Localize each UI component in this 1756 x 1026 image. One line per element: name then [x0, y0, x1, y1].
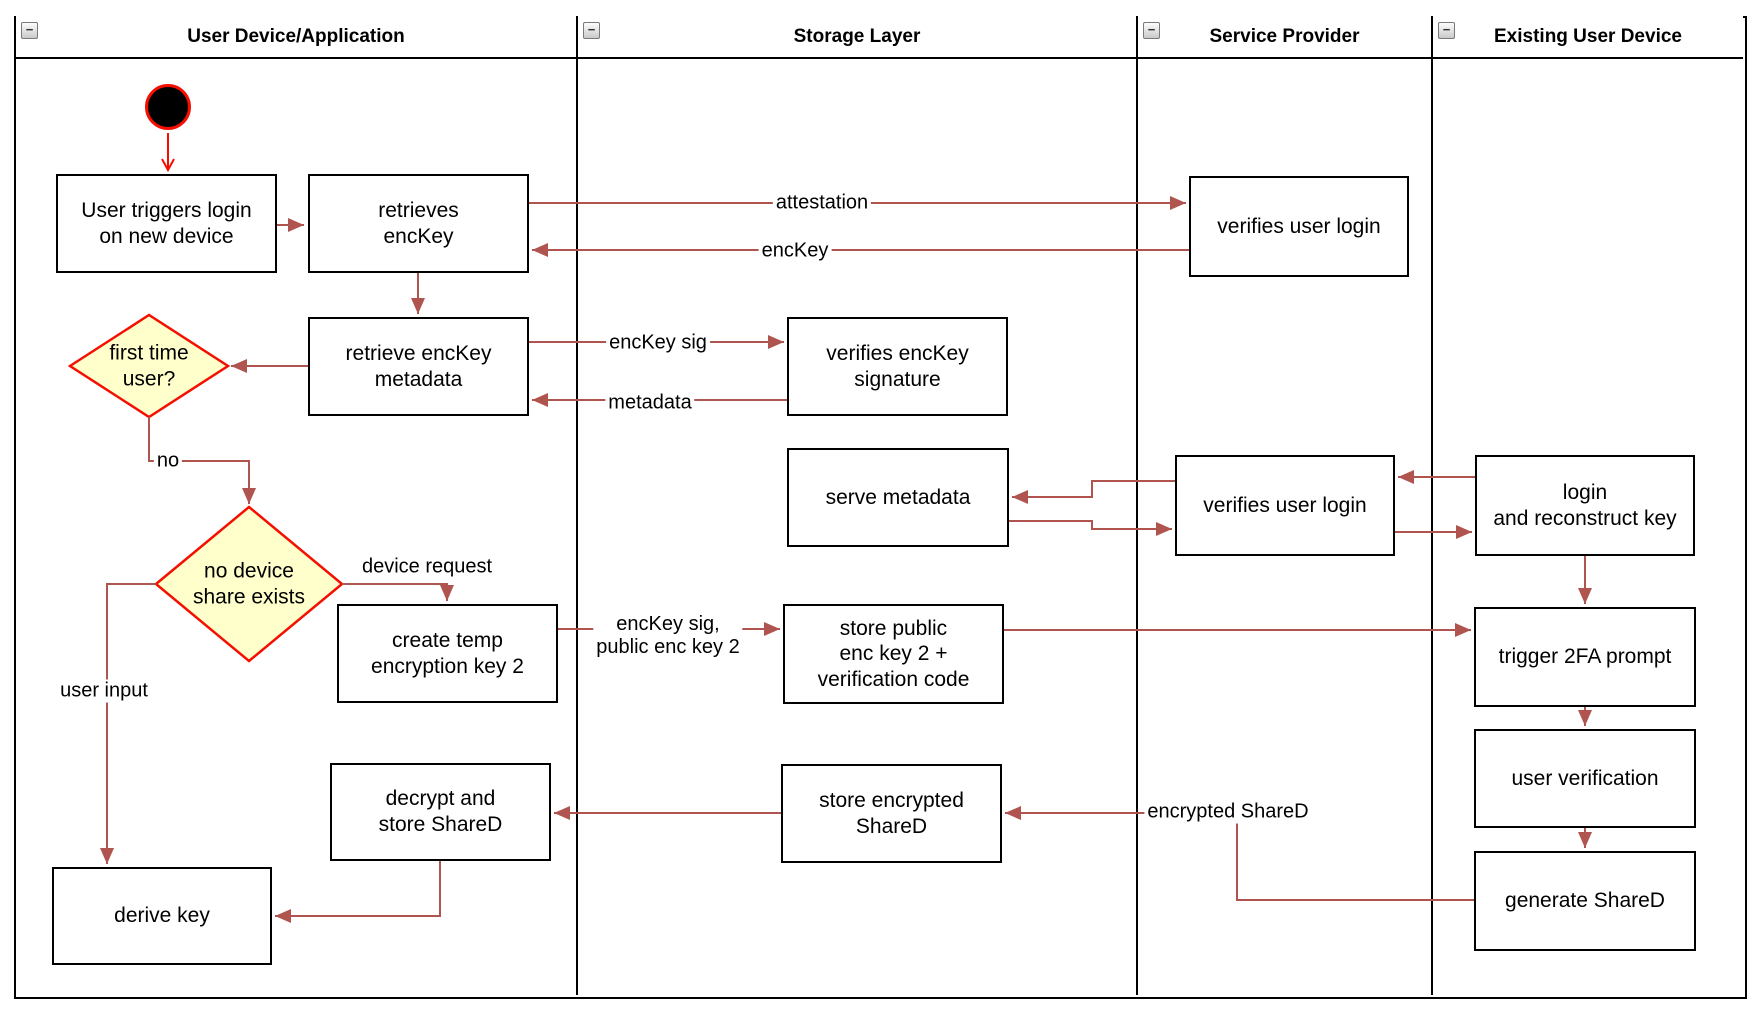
node-verifies-user-login-mid[interactable]: verifies user login	[1175, 455, 1395, 556]
decision-label-first-time-user: first time user?	[109, 341, 189, 390]
node-trigger-2fa-prompt[interactable]: trigger 2FA prompt	[1474, 607, 1696, 707]
node-login-and-reconstruct-key[interactable]: login and reconstruct key	[1475, 455, 1695, 556]
collapse-lane-icon[interactable]: −	[1438, 22, 1455, 39]
collapse-lane-icon[interactable]: −	[583, 22, 600, 39]
node-label: serve metadata	[825, 485, 971, 509]
node-label: retrieves encKey	[378, 198, 459, 248]
lane-header-user-device-application: − User Device/Application	[16, 16, 578, 59]
edge-label-encrypted-shared: encrypted ShareD	[1144, 800, 1312, 824]
lane-divider	[1136, 59, 1138, 995]
edge-label-device-request: device request	[358, 555, 496, 579]
node-generate-shared[interactable]: generate ShareD	[1474, 851, 1696, 951]
node-label: trigger 2FA prompt	[1498, 645, 1672, 669]
node-decrypt-store-shared[interactable]: decrypt and store ShareD	[330, 763, 551, 861]
lane-header-storage-layer: − Storage Layer	[578, 16, 1138, 59]
node-store-public-enc-key2[interactable]: store public enc key 2 + verification co…	[783, 604, 1004, 704]
edge-label-enckey: encKey	[758, 239, 832, 263]
node-verifies-enckey-signature[interactable]: verifies encKey signature	[787, 317, 1008, 416]
node-label: create temp encryption key 2	[371, 628, 524, 678]
node-label: derive key	[114, 904, 210, 928]
edge-label-enckey-sig-public-key2: encKey sig, public enc key 2	[593, 613, 743, 659]
node-label: user verification	[1511, 766, 1659, 790]
node-derive-key[interactable]: derive key	[52, 867, 272, 965]
decision-label-no-device-share: no device share exists	[192, 559, 306, 608]
node-store-encrypted-shared[interactable]: store encrypted ShareD	[781, 764, 1002, 863]
node-label: store encrypted ShareD	[819, 788, 964, 838]
collapse-lane-icon[interactable]: −	[1143, 22, 1160, 39]
node-user-verification[interactable]: user verification	[1474, 729, 1696, 828]
lane-divider	[1431, 59, 1433, 995]
edge-label-enckey-sig: encKey sig	[606, 331, 710, 355]
start-node[interactable]	[145, 84, 191, 130]
lane-title: Storage Layer	[793, 25, 921, 47]
node-label: decrypt and store ShareD	[378, 787, 503, 836]
lane-title: Existing User Device	[1494, 25, 1682, 47]
node-label: verifies encKey signature	[826, 341, 969, 391]
node-serve-metadata[interactable]: serve metadata	[787, 448, 1009, 547]
edge-label-no: no	[153, 449, 183, 473]
node-label: generate ShareD	[1505, 889, 1665, 913]
node-create-temp-encryption-key2[interactable]: create temp encryption key 2	[337, 604, 558, 703]
node-label: User triggers login on new device	[81, 198, 252, 248]
node-label: login and reconstruct key	[1493, 480, 1677, 530]
edge-label-metadata: metadata	[605, 391, 695, 415]
lane-header-existing-user-device: − Existing User Device	[1433, 16, 1743, 59]
lane-title: User Device/Application	[187, 25, 405, 47]
node-label: store public enc key 2 + verification co…	[817, 616, 970, 691]
node-retrieves-enckey[interactable]: retrieves encKey	[308, 174, 529, 273]
lane-divider	[576, 59, 578, 995]
edge-label-user-input: user input	[57, 679, 151, 703]
lane-header-service-provider: − Service Provider	[1138, 16, 1433, 59]
collapse-lane-icon[interactable]: −	[21, 22, 38, 39]
node-label: verifies user login	[1203, 493, 1367, 517]
lane-title: Service Provider	[1209, 25, 1360, 47]
node-verifies-user-login-top[interactable]: verifies user login	[1189, 176, 1409, 277]
edge-label-attestation: attestation	[772, 191, 872, 215]
node-retrieve-enckey-metadata[interactable]: retrieve encKey metadata	[308, 317, 529, 416]
node-label: retrieve encKey metadata	[345, 341, 492, 391]
node-user-triggers-login[interactable]: User triggers login on new device	[56, 174, 277, 273]
node-label: verifies user login	[1217, 214, 1381, 238]
